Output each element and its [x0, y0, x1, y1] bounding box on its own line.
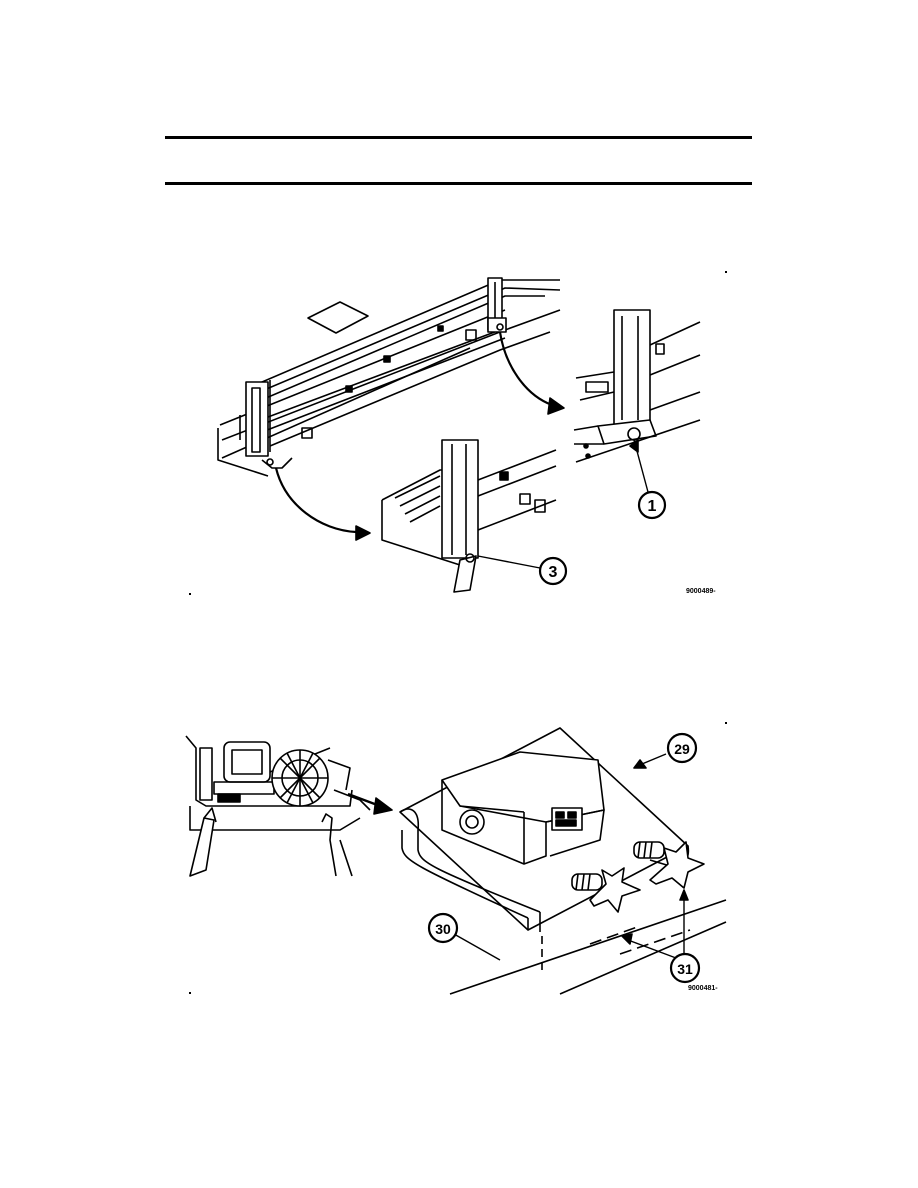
- top-figure: 1 3 9000489-: [180, 262, 740, 607]
- callout-3: 3: [538, 556, 568, 586]
- header-rule-bottom: [165, 182, 752, 185]
- callout-31: 31: [669, 952, 701, 984]
- callout-30: 30: [427, 912, 459, 944]
- top-figure-illustration: 1 3 9000489-: [189, 271, 727, 595]
- figure-code: 9000489-: [686, 588, 716, 595]
- callout-1: 1: [637, 490, 667, 520]
- svg-text:1: 1: [648, 498, 657, 515]
- svg-text:29: 29: [674, 741, 690, 757]
- bottom-figure: 29 30 31 9000481-: [180, 718, 740, 1000]
- figure-code: 9000481-: [688, 985, 718, 992]
- svg-text:31: 31: [677, 961, 693, 977]
- header-rule-top: [165, 136, 752, 139]
- svg-text:30: 30: [435, 921, 451, 937]
- callout-29: 29: [666, 732, 698, 764]
- svg-text:3: 3: [549, 564, 558, 581]
- bottom-figure-illustration: 29 30 31 9000481-: [185, 722, 727, 995]
